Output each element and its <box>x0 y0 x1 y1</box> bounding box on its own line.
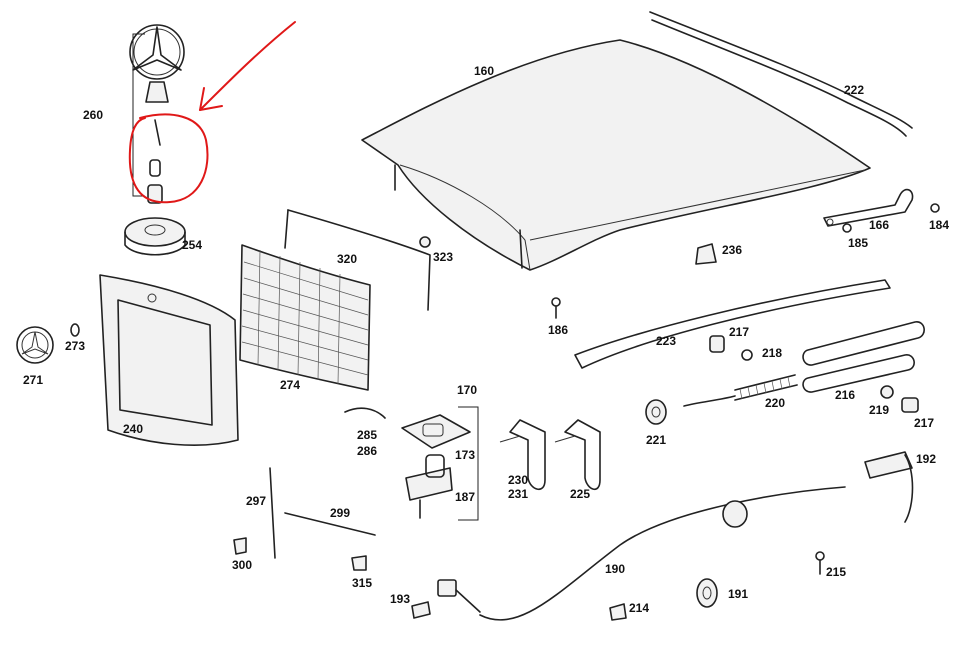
red-circle-annotation <box>128 21 296 204</box>
label-273: 273 <box>65 339 85 353</box>
clip-273-part <box>70 323 80 337</box>
grommet-191-part <box>696 578 718 608</box>
safety-hook-225-part <box>554 419 601 490</box>
label-186: 186 <box>548 323 568 337</box>
washer-218-part <box>741 349 753 361</box>
grille-part <box>239 244 371 391</box>
label-192: 192 <box>916 452 936 466</box>
label-184: 184 <box>929 218 949 232</box>
label-222: 222 <box>844 83 864 97</box>
release-lever-192-part <box>864 451 914 523</box>
bolt-186-part <box>551 297 561 319</box>
label-320: 320 <box>337 252 357 266</box>
label-223: 223 <box>656 334 676 348</box>
grille-seal-part <box>284 209 431 311</box>
label-214: 214 <box>629 601 649 615</box>
clip-285-part <box>344 407 386 419</box>
label-191: 191 <box>728 587 748 601</box>
trim-strip-223-part <box>574 279 891 369</box>
grommet-323-part <box>419 236 431 248</box>
label-271: 271 <box>23 373 43 387</box>
label-297: 297 <box>246 494 266 508</box>
label-217b: 217 <box>914 416 934 430</box>
label-220: 220 <box>765 396 785 410</box>
grille-frame-part <box>99 274 239 446</box>
label-216: 216 <box>835 388 855 402</box>
label-240: 240 <box>123 422 143 436</box>
label-231: 231 <box>508 487 528 501</box>
badge-part <box>16 326 54 364</box>
label-274: 274 <box>280 378 300 392</box>
bracket-166-part <box>823 188 914 227</box>
label-236: 236 <box>722 243 742 257</box>
label-160: 160 <box>474 64 494 78</box>
label-187: 187 <box>455 490 475 504</box>
label-193: 193 <box>390 592 410 606</box>
lock-pin-187-part <box>405 454 453 519</box>
emblem-base-part <box>124 217 186 256</box>
group-bracket-170 <box>458 406 479 521</box>
label-315: 315 <box>352 576 372 590</box>
safety-hook-230-part <box>499 419 546 490</box>
label-299: 299 <box>330 506 350 520</box>
label-215: 215 <box>826 565 846 579</box>
label-218: 218 <box>762 346 782 360</box>
strip-299-part <box>284 512 376 536</box>
label-219: 219 <box>869 403 889 417</box>
label-225: 225 <box>570 487 590 501</box>
clip-214-part <box>609 603 627 621</box>
clip-300-part <box>233 537 247 555</box>
release-cable-190-part <box>479 486 846 621</box>
spring-220-part <box>683 374 798 407</box>
bushing-221-part <box>645 399 667 425</box>
screw-184-part <box>930 203 940 213</box>
label-230: 230 <box>508 473 528 487</box>
bolt-217b-part <box>901 397 919 413</box>
star-emblem-part <box>129 24 185 204</box>
handle-193-part <box>411 579 481 619</box>
group-bracket-260 <box>132 33 145 197</box>
lock-plate-173-part <box>401 414 471 449</box>
seal-strip-part <box>649 11 913 137</box>
hood-part <box>361 39 871 271</box>
label-221: 221 <box>646 433 666 447</box>
label-260: 260 <box>83 108 103 122</box>
label-166: 166 <box>869 218 889 232</box>
label-173: 173 <box>455 448 475 462</box>
label-286: 286 <box>357 444 377 458</box>
hinge-link-216-part <box>802 321 925 393</box>
screw-185-part <box>842 223 852 233</box>
label-285: 285 <box>357 428 377 442</box>
label-170: 170 <box>457 383 477 397</box>
label-300: 300 <box>232 558 252 572</box>
screw-215-part <box>815 551 825 575</box>
label-185: 185 <box>848 236 868 250</box>
strip-297-part <box>269 467 276 559</box>
label-254: 254 <box>182 238 202 252</box>
clip-315-part <box>351 555 367 571</box>
label-217a: 217 <box>729 325 749 339</box>
nut-219-part <box>880 385 894 399</box>
label-190: 190 <box>605 562 625 576</box>
label-323: 323 <box>433 250 453 264</box>
bolt-217a-part <box>709 335 725 353</box>
bumper-236-part <box>695 243 717 265</box>
